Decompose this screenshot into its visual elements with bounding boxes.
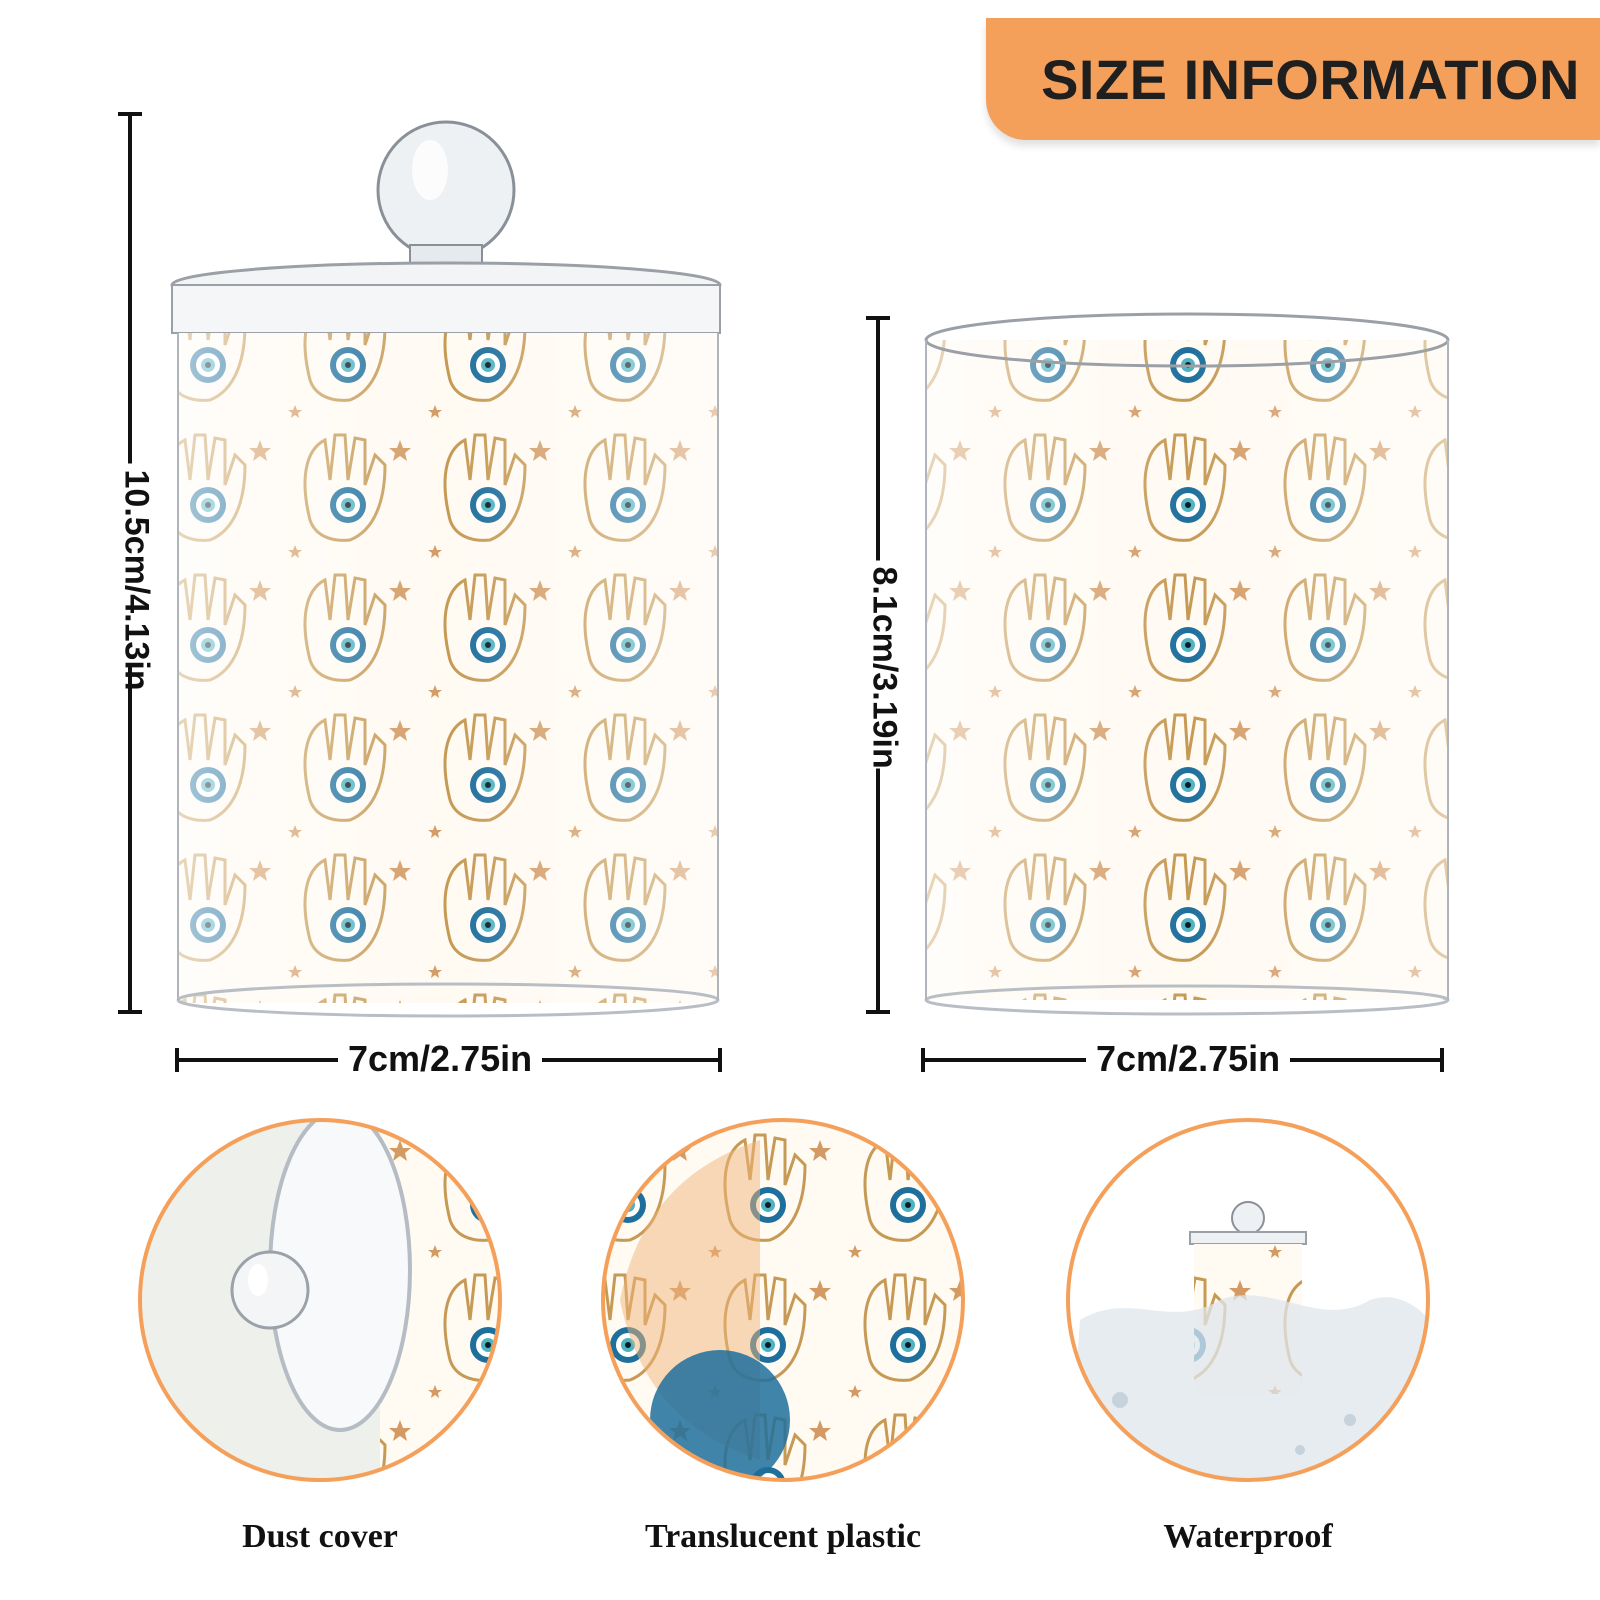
feature-caption-translucent-plastic: Translucent plastic — [644, 1518, 922, 1555]
jar-without-lid — [924, 312, 1450, 1016]
jar-with-lid-width-label: 7cm/2.75in — [338, 1038, 543, 1080]
plastic-closeup-icon — [601, 1118, 965, 1482]
jar-with-lid — [170, 120, 722, 1018]
jar-with-lid-height-label: 10.5cm/4.13in — [116, 463, 156, 691]
lid-closeup-icon — [138, 1118, 502, 1482]
jar-without-lid-height-label: 8.1cm/3.19in — [864, 560, 904, 769]
jar-without-lid-width-label: 7cm/2.75in — [1086, 1038, 1291, 1080]
size-information-banner: SIZE INFORMATION — [986, 18, 1600, 140]
banner-title: SIZE INFORMATION — [1041, 47, 1580, 111]
feature-caption-dust-cover: Dust cover — [242, 1518, 398, 1555]
feature-caption-waterproof: Waterproof — [1163, 1518, 1333, 1555]
water-splash-icon — [1066, 1118, 1430, 1482]
